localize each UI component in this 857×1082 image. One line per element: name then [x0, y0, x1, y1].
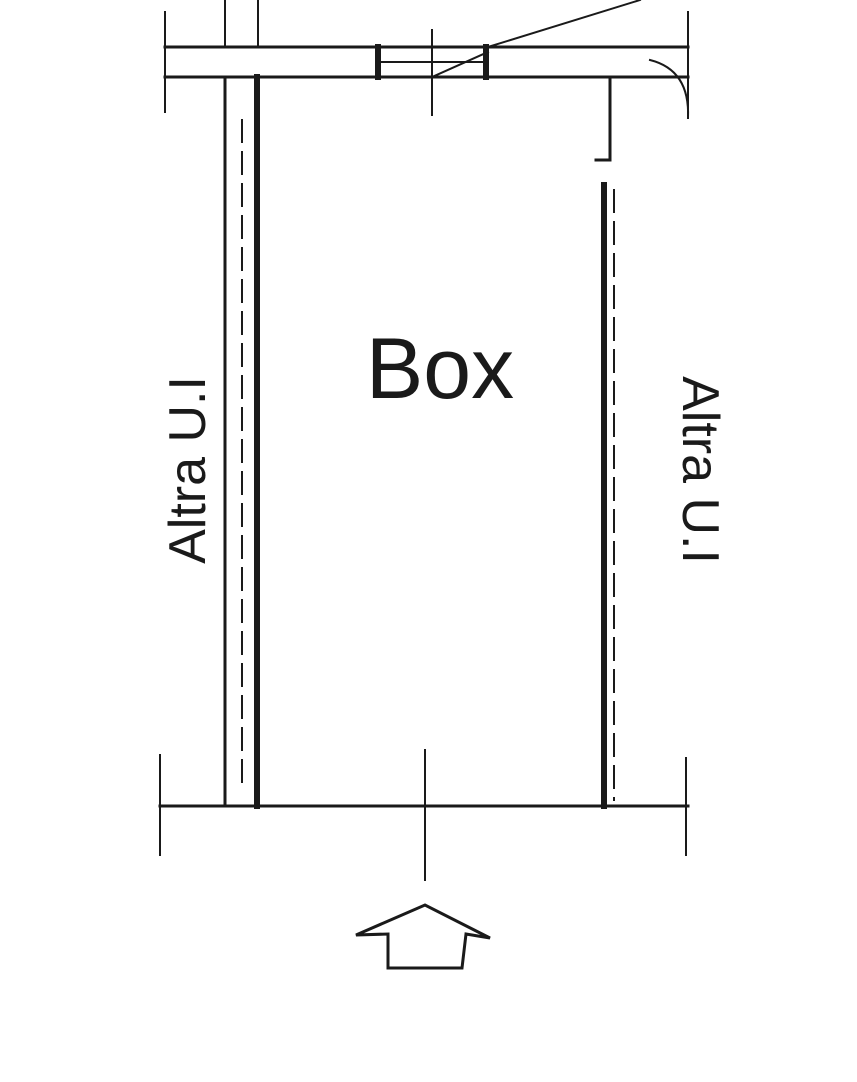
entrance-arrow-icon: [355, 903, 491, 970]
right-wall-label: Altra U.I: [671, 376, 729, 564]
left-wall-label: Altra U.I: [159, 376, 217, 564]
right-wall: [594, 75, 615, 809]
left-wall: [223, 74, 260, 809]
top-wall: [163, 0, 690, 120]
room-label: Box: [366, 321, 514, 417]
top-window: [375, 44, 489, 80]
bottom-dimension-line: [158, 749, 690, 881]
